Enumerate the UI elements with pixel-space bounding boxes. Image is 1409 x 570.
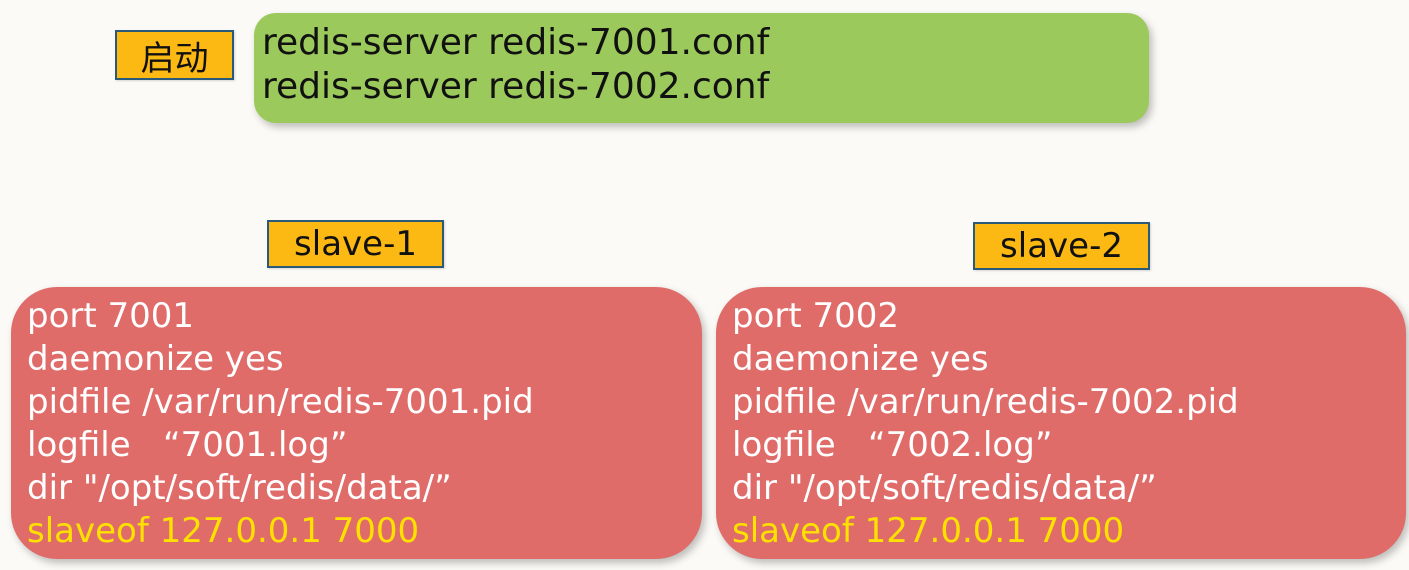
start-command-line: redis-server redis-7002.conf bbox=[262, 66, 770, 107]
slave-2-label-text: slave-2 bbox=[1000, 226, 1123, 266]
config-pidfile-line: pidfile /var/run/redis-7001.pid bbox=[27, 382, 534, 422]
config-logfile-line: logfile “7001.log” bbox=[27, 425, 348, 465]
config-daemonize-line: daemonize yes bbox=[732, 339, 989, 379]
start-label: 启动 bbox=[115, 30, 234, 80]
config-port-line: port 7001 bbox=[27, 296, 195, 336]
slave-1-label-text: slave-1 bbox=[294, 224, 417, 264]
config-slaveof-line: slaveof 127.0.0.1 7000 bbox=[732, 511, 1125, 551]
config-port-line: port 7002 bbox=[732, 296, 900, 336]
slave-2-config-box: port 7002 daemonize yes pidfile /var/run… bbox=[716, 287, 1406, 559]
start-label-text: 启动 bbox=[140, 38, 209, 79]
slave-2-label: slave-2 bbox=[973, 222, 1150, 270]
slave-1-label: slave-1 bbox=[267, 220, 444, 268]
config-pidfile-line: pidfile /var/run/redis-7002.pid bbox=[732, 382, 1239, 422]
config-dir-line: dir "/opt/soft/redis/data/” bbox=[732, 468, 1157, 508]
start-command-line: redis-server redis-7001.conf bbox=[262, 22, 770, 63]
config-slaveof-line: slaveof 127.0.0.1 7000 bbox=[27, 511, 420, 551]
config-daemonize-line: daemonize yes bbox=[27, 339, 284, 379]
slave-1-config-box: port 7001 daemonize yes pidfile /var/run… bbox=[11, 287, 702, 559]
start-command-box: redis-server redis-7001.conf redis-serve… bbox=[254, 13, 1149, 123]
config-logfile-line: logfile “7002.log” bbox=[732, 425, 1053, 465]
config-dir-line: dir "/opt/soft/redis/data/” bbox=[27, 468, 452, 508]
